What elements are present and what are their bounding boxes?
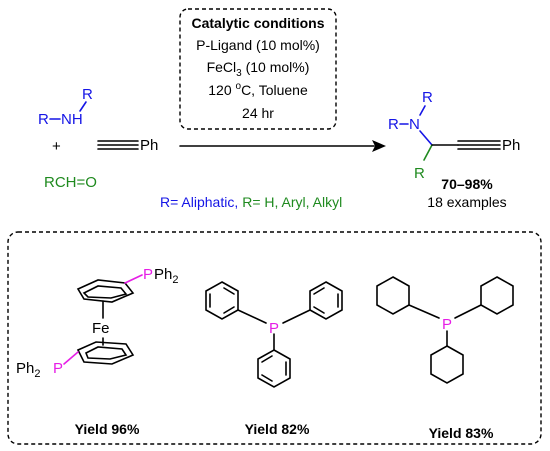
yield-dppf: Yield 96%: [75, 421, 140, 437]
dppf-p-bottom: P: [53, 360, 63, 377]
ligand-dppf: P Ph2 Fe Ph2 P: [16, 266, 178, 380]
ferrocene-fe: Fe: [92, 320, 110, 337]
pcy3-p: P: [442, 316, 452, 333]
amine-nh: NH: [61, 111, 83, 128]
conditions-box: [179, 8, 337, 130]
reaction-arrow: [179, 140, 386, 152]
ligand-pcy3: P: [376, 276, 514, 384]
amine-r-left: R: [38, 111, 49, 128]
product-r-top: R: [422, 89, 433, 106]
examples-count: 18 examples: [427, 194, 506, 210]
dppf-p-top: P: [143, 266, 153, 283]
pph3-p: P: [269, 320, 279, 337]
conditions-metal: FeCl3 (10 mol%): [207, 59, 310, 79]
amine-r-top: R: [82, 86, 93, 103]
conditions-title: Catalytic conditions: [191, 15, 324, 31]
aldehyde-reactant: RCH=O: [44, 174, 97, 191]
conditions-temperature: 120 oC, Toluene: [208, 81, 308, 98]
phenylacetylene-reactant: Ph: [97, 137, 158, 154]
dppf-ph2-top: Ph2: [154, 266, 178, 286]
yield-pph3: Yield 82%: [245, 421, 310, 437]
yield-pcy3: Yield 83%: [429, 425, 494, 441]
plus-sign: +: [52, 138, 61, 155]
conditions-time: 24 hr: [242, 105, 274, 121]
product-r-left: R: [388, 116, 399, 133]
propargylamine-product: R N R R Ph: [388, 89, 520, 182]
ligand-pph3: P: [205, 281, 343, 388]
dppf-ph2-bottom: Ph2: [16, 360, 40, 380]
conditions-ligand: P-Ligand (10 mol%): [196, 37, 320, 53]
product-r-bottom: R: [414, 165, 425, 182]
product-ph: Ph: [502, 137, 520, 154]
ligands-box: [7, 231, 542, 445]
yield-range: 70–98%: [441, 176, 493, 192]
amine-reactant: R NH R: [38, 86, 93, 128]
product-n: N: [409, 116, 420, 133]
substrate-scope: R= Aliphatic,R= H, Aryl, Alkyl: [160, 194, 342, 210]
alkyne-ph: Ph: [140, 137, 158, 154]
